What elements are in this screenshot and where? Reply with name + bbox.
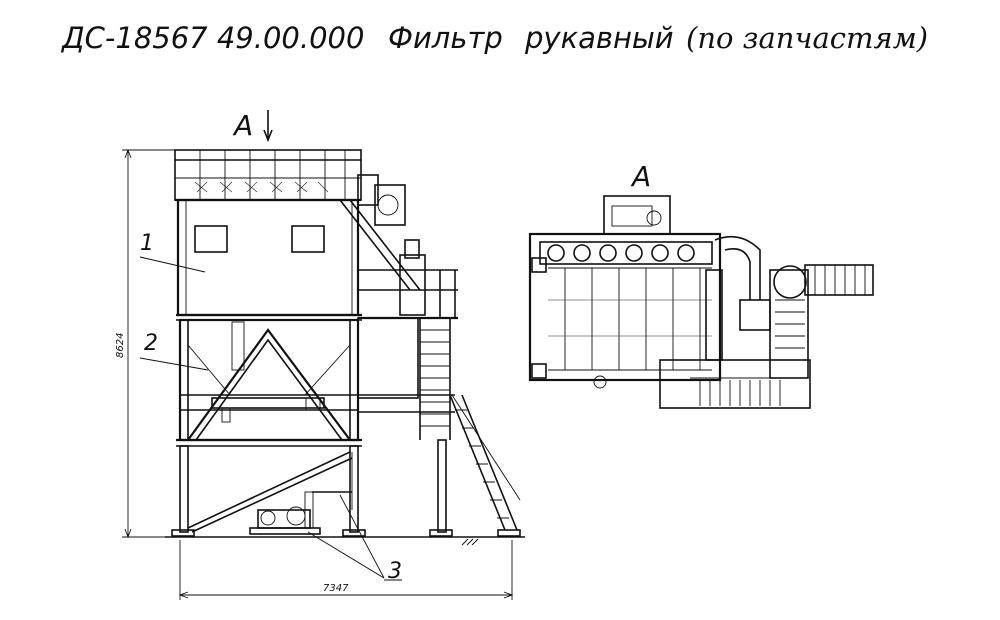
discharge-conveyor xyxy=(187,451,353,533)
view-arrow-label: А xyxy=(232,109,253,142)
title-name-2: рукавный xyxy=(524,21,674,55)
callout-2: 2 xyxy=(139,331,209,371)
callout-1: 1 xyxy=(139,231,206,273)
support-legs xyxy=(171,439,453,537)
sleeve-heads xyxy=(547,244,695,262)
sleeve-grid xyxy=(548,267,712,371)
service-platform xyxy=(357,269,458,440)
width-dimension: 7347 xyxy=(178,540,514,600)
height-dimension: 8624 xyxy=(115,148,175,539)
drive-unit xyxy=(249,491,352,535)
svg-text:7347: 7347 xyxy=(323,583,349,594)
upper-housing xyxy=(176,198,362,321)
inclined-stair xyxy=(449,394,521,537)
title-note: (по запчастям) xyxy=(686,21,928,55)
plan-platform xyxy=(659,269,811,409)
front-view: А xyxy=(115,109,525,600)
top-railing xyxy=(174,149,362,202)
hopper xyxy=(176,318,362,447)
svg-text:8624: 8624 xyxy=(115,333,126,358)
plan-conveyor xyxy=(804,264,874,296)
svg-text:1: 1 xyxy=(140,231,154,256)
view-arrow-icon xyxy=(263,110,273,143)
title-designation: ДС-18567 49.00.000 xyxy=(60,21,364,55)
side-fan xyxy=(339,174,426,316)
plan-view-label: А xyxy=(630,160,651,193)
title-name-1: Фильтр xyxy=(388,21,503,55)
svg-text:3: 3 xyxy=(388,559,402,584)
svg-text:2: 2 xyxy=(144,331,158,356)
plan-view: А xyxy=(528,160,874,409)
callout-3: 3 xyxy=(307,494,402,584)
